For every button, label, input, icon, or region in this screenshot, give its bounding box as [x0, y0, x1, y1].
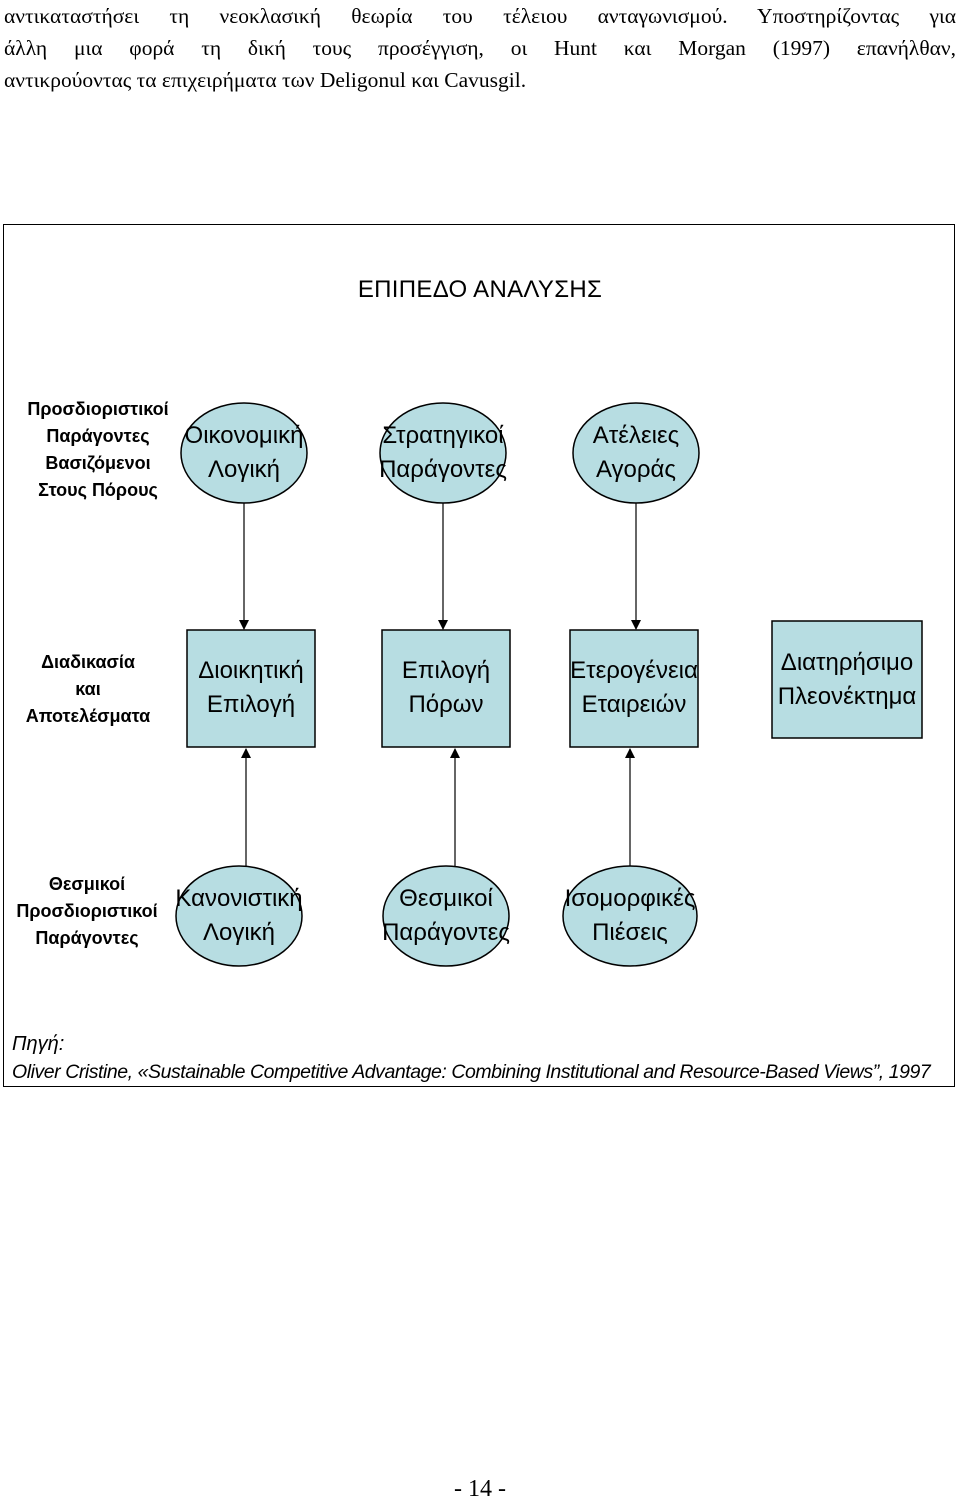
node-ellipse-normative-logic [175, 865, 303, 967]
diagram-frame [3, 224, 955, 1087]
node-box-resource-selection [381, 629, 511, 748]
node-box-sustainable-advantage [771, 620, 923, 739]
node-label-strategic-factors: Στρατηγικοί Παράγοντες [379, 422, 507, 483]
source-citation: Oliver Cristine, «Sustainable Competitiv… [12, 1061, 931, 1083]
node-label-institutional-factors: Θεσμικοί Παράγοντες [382, 885, 510, 946]
body-paragraph: αντικαταστήσει τη νεοκλασική θεωρία του … [4, 0, 956, 96]
paragraph-line: αντικρούοντας τα επιχειρήματα των Deligo… [4, 68, 527, 92]
node-label-isomorphic-pressures: Ισομορφικές Πιέσεις [564, 885, 696, 946]
node-box-firm-heterogeneity [569, 629, 699, 748]
node-label-managerial-choice: Διοικητική Επιλογή [198, 657, 304, 718]
page-number: - 14 - [454, 1476, 506, 1502]
node-label-resource-selection: Επιλογή Πόρων [401, 657, 491, 718]
node-label-sustainable-advantage: Διατηρήσιμο Πλεονέκτημα [777, 649, 917, 710]
node-ellipse-institutional-factors [382, 865, 510, 967]
diagram-source: Πηγή: Oliver Cristine, «Sustainable Comp… [12, 1030, 931, 1086]
paragraph-line: άλλη μια φορά τη δική τους προσέγγιση, ο… [4, 36, 956, 60]
diagram-title: ΕΠΙΠΕΔΟ ΑΝΑΛΥΣΗΣ [357, 276, 603, 303]
row-label-resource-based: Προσδιοριστικοί Παράγοντες Βασιζόμενοι Σ… [27, 399, 169, 500]
node-box-managerial-choice [186, 629, 316, 748]
paragraph-line: αντικαταστήσει τη νεοκλασική θεωρία του … [4, 4, 956, 28]
node-label-economic-logic: Οικονομική Λογική [184, 422, 304, 483]
row-label-process-outcomes: Διαδικασία και Αποτελέσματα [25, 652, 151, 726]
node-label-normative-logic: Κανονιστική Λογική [175, 885, 303, 946]
source-label: Πηγή: [12, 1033, 65, 1055]
row-label-institutional: Θεσμικοί Προσδιοριστικοί Παράγοντες [16, 874, 158, 948]
node-label-firm-heterogeneity: Ετερογένεια Εταιρειών [570, 657, 698, 718]
node-label-market-imperfections: Ατέλειες Αγοράς [592, 422, 680, 483]
